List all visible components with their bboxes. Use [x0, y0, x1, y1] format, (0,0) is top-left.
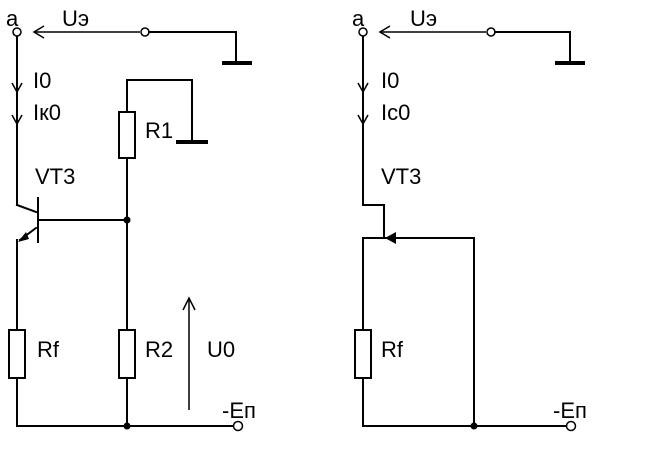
left-node-a-label: a	[6, 6, 19, 31]
right-rf-resistor	[354, 329, 372, 379]
left-bottom-junction	[123, 422, 131, 430]
left-base-junction	[123, 216, 131, 224]
right-ic0-arrow	[357, 114, 369, 126]
right-fet-channel-top	[362, 204, 385, 239]
right-i0-label: I0	[381, 68, 399, 93]
left-supply-label: -Eп	[222, 398, 256, 423]
left-ik0-label: Iк0	[33, 100, 61, 125]
left-rf-label: Rf	[37, 337, 60, 362]
left-ue-terminal	[140, 27, 150, 37]
left-ue-ground-wire	[148, 31, 237, 63]
left-bjt-emitter-arrow	[18, 232, 29, 242]
left-vt3-label: VT3	[35, 164, 75, 189]
left-r1-top-wire	[126, 79, 193, 141]
right-ue-ground-wire	[494, 31, 571, 63]
right-supply-terminal	[565, 420, 577, 432]
left-u0-arrowhead	[182, 296, 196, 311]
right-circuit: a Uэ I0 Ic0 VT3 Rf -Eп	[352, 6, 587, 432]
left-r2-resistor	[118, 329, 136, 379]
left-r1-resistor	[118, 111, 136, 159]
right-bottom-junction	[470, 422, 478, 430]
left-supply-terminal	[232, 420, 244, 432]
right-ue-label: Uэ	[410, 6, 437, 31]
left-r1-label: R1	[145, 118, 173, 143]
right-rf-label: Rf	[381, 337, 404, 362]
left-circuit: a Uэ I0 Iк0 VT3 Rf R1 R2	[6, 6, 256, 432]
right-ic0-label: Ic0	[381, 100, 410, 125]
right-fet-gate-arrow	[385, 232, 396, 244]
left-r2-label: R2	[145, 337, 173, 362]
left-u0-label: U0	[207, 337, 235, 362]
left-ik0-arrow	[11, 114, 23, 126]
left-bjt-collector	[15, 203, 38, 214]
left-ue-arrowhead	[32, 25, 45, 39]
right-i0-arrow	[357, 82, 369, 94]
right-ue-terminal	[486, 27, 496, 37]
left-ue-label: Uэ	[62, 6, 89, 31]
left-rf-resistor	[8, 329, 26, 379]
right-ue-arrowhead	[378, 25, 391, 39]
right-vt3-label: VT3	[381, 164, 421, 189]
left-i0-arrow	[11, 82, 23, 94]
right-node-a-label: a	[352, 6, 365, 31]
left-i0-label: I0	[33, 68, 51, 93]
right-supply-label: -Eп	[553, 398, 587, 423]
